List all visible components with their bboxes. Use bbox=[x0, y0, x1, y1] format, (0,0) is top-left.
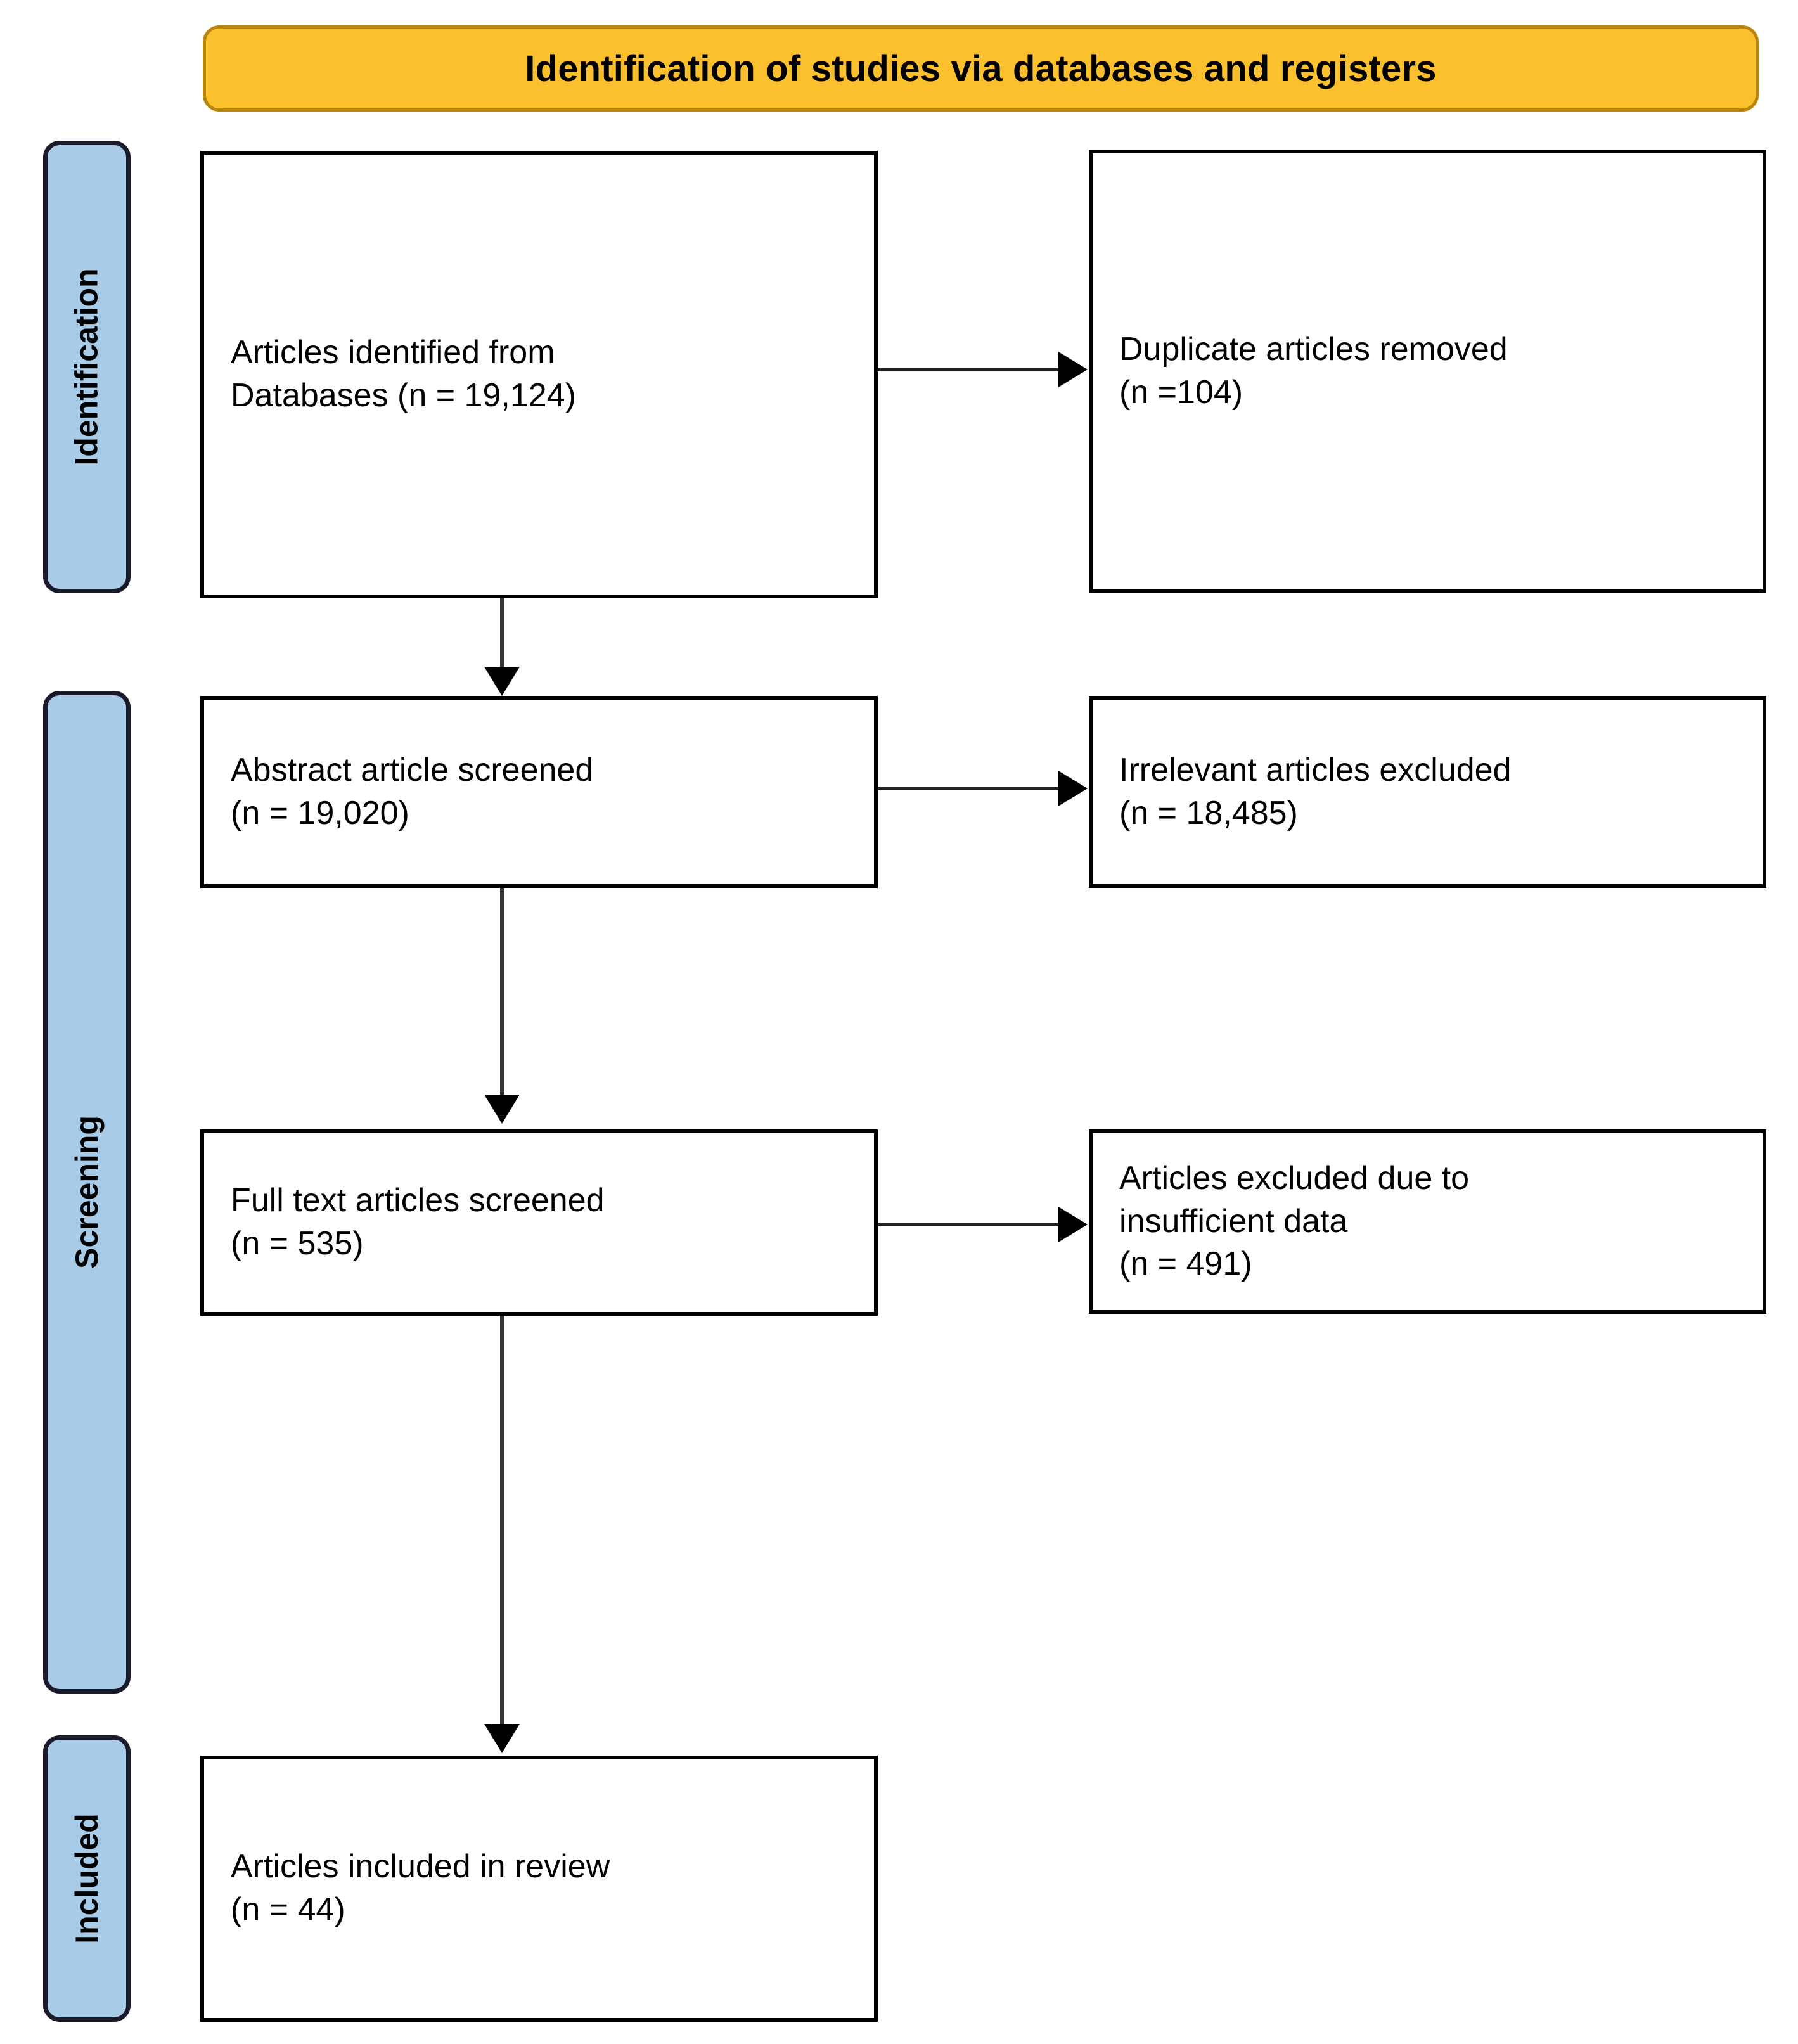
flow-box-abstract-article-screened-text: Abstract article screened (n = 19,020) bbox=[231, 751, 594, 832]
flow-box-articles-excluded-insufficient-data: Articles excluded due to insufficient da… bbox=[1089, 1129, 1766, 1314]
diagram-title: Identification of studies via databases … bbox=[525, 48, 1437, 89]
flow-box-duplicate-articles-removed-text: Duplicate articles removed (n =104) bbox=[1119, 331, 1508, 411]
connector-fulltext-to-excluded bbox=[878, 1223, 1062, 1226]
stage-band-identification: Identification bbox=[43, 141, 131, 593]
diagram-header-banner: Identification of studies via databases … bbox=[203, 25, 1759, 112]
flow-box-articles-included-in-review-text: Articles included in review (n = 44) bbox=[231, 1848, 610, 1928]
connector-identified-to-abstract bbox=[500, 598, 504, 669]
arrow-down-icon-fulltext-to-included bbox=[484, 1724, 520, 1753]
flow-box-articles-identified-text: Articles identified from Databases (n = … bbox=[231, 334, 576, 414]
arrow-down-icon-identified-to-abstract bbox=[484, 667, 520, 696]
stage-label-included: Included bbox=[69, 1813, 105, 1944]
arrow-right-icon-abstract-to-irrelevant bbox=[1058, 771, 1088, 806]
connector-abstract-to-fulltext bbox=[500, 888, 504, 1097]
stage-band-screening: Screening bbox=[43, 691, 131, 1694]
stage-label-screening: Screening bbox=[69, 1115, 105, 1269]
flow-box-duplicate-articles-removed: Duplicate articles removed (n =104) bbox=[1089, 150, 1766, 593]
connector-fulltext-to-included bbox=[500, 1316, 504, 1726]
arrow-down-icon-abstract-to-fulltext bbox=[484, 1095, 520, 1124]
flow-box-full-text-articles-screened-text: Full text articles screened (n = 535) bbox=[231, 1182, 605, 1262]
arrow-right-icon-fulltext-to-excluded bbox=[1058, 1207, 1088, 1242]
stage-label-identification: Identification bbox=[69, 268, 105, 466]
connector-abstract-to-irrelevant bbox=[878, 787, 1062, 790]
connector-identified-to-duplicates bbox=[878, 368, 1062, 371]
flow-box-irrelevant-articles-excluded-text: Irrelevant articles excluded (n = 18,485… bbox=[1119, 751, 1512, 832]
arrow-right-icon-identified-to-duplicates bbox=[1058, 352, 1088, 387]
flow-box-articles-included-in-review: Articles included in review (n = 44) bbox=[200, 1756, 878, 2022]
flow-box-articles-identified: Articles identified from Databases (n = … bbox=[200, 151, 878, 598]
flow-box-irrelevant-articles-excluded: Irrelevant articles excluded (n = 18,485… bbox=[1089, 696, 1766, 888]
flow-box-abstract-article-screened: Abstract article screened (n = 19,020) bbox=[200, 696, 878, 888]
flow-box-articles-excluded-insufficient-data-text: Articles excluded due to insufficient da… bbox=[1119, 1160, 1470, 1283]
stage-band-included: Included bbox=[43, 1735, 131, 2022]
flow-box-full-text-articles-screened: Full text articles screened (n = 535) bbox=[200, 1129, 878, 1316]
